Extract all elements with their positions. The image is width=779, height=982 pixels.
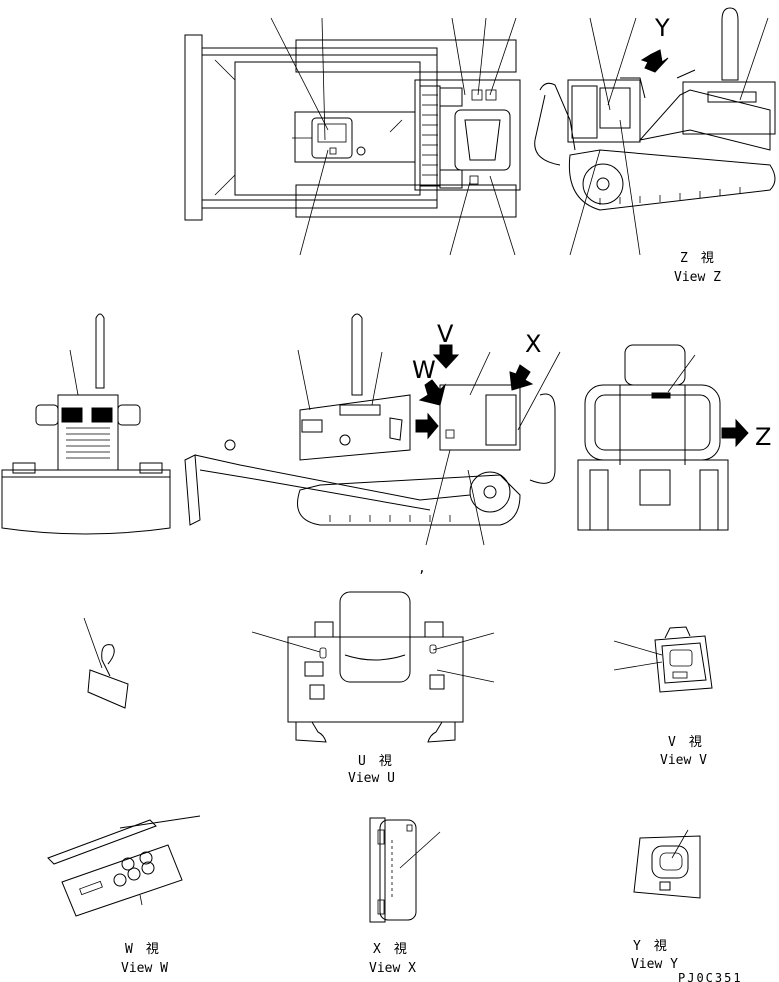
view-x-title-jp: X 視: [373, 942, 407, 957]
view-y-title-en: View Y: [631, 957, 678, 972]
view-w-title-jp: W 視: [125, 942, 159, 957]
side-view-center: V W X ,: [184, 313, 561, 576]
arrow-label-v: V: [437, 320, 454, 348]
arrow-label-w: W: [412, 356, 436, 384]
rear-view-right: Z: [577, 344, 771, 531]
view-v-title-en: View V: [660, 753, 707, 768]
stray-mark: ,: [418, 561, 426, 576]
view-w-title-en: View W: [121, 961, 168, 976]
detail-view-y: Y 視 View Y: [631, 829, 701, 972]
detail-hanging-tag: [83, 617, 129, 709]
detail-view-w: W 視 View W: [47, 815, 201, 976]
view-z-title-en: View Z: [674, 270, 721, 285]
arrow-label-x: X: [525, 330, 541, 358]
view-v-title-jp: V 視: [668, 735, 702, 750]
view-u-title-jp: U 視: [358, 754, 392, 769]
drawing-code: PJ0C351: [678, 971, 743, 982]
view-u-title-en: View U: [348, 771, 395, 786]
view-y-title-jp: Y 視: [633, 939, 667, 954]
view-x-title-en: View X: [369, 961, 416, 976]
front-view-left: [1, 313, 171, 535]
arrow-label-z: Z: [755, 423, 771, 451]
view-z-title-jp: Z 視: [680, 251, 714, 266]
top-view-dozer: [184, 17, 521, 256]
detail-view-x: X 視 View X: [369, 817, 441, 976]
side-view-upper-right: Y Z 視 View Z: [534, 7, 776, 285]
detail-view-v: V 視 View V: [613, 626, 713, 768]
detail-view-u: U 視 View U: [251, 591, 495, 786]
arrow-label-y: Y: [654, 14, 670, 42]
